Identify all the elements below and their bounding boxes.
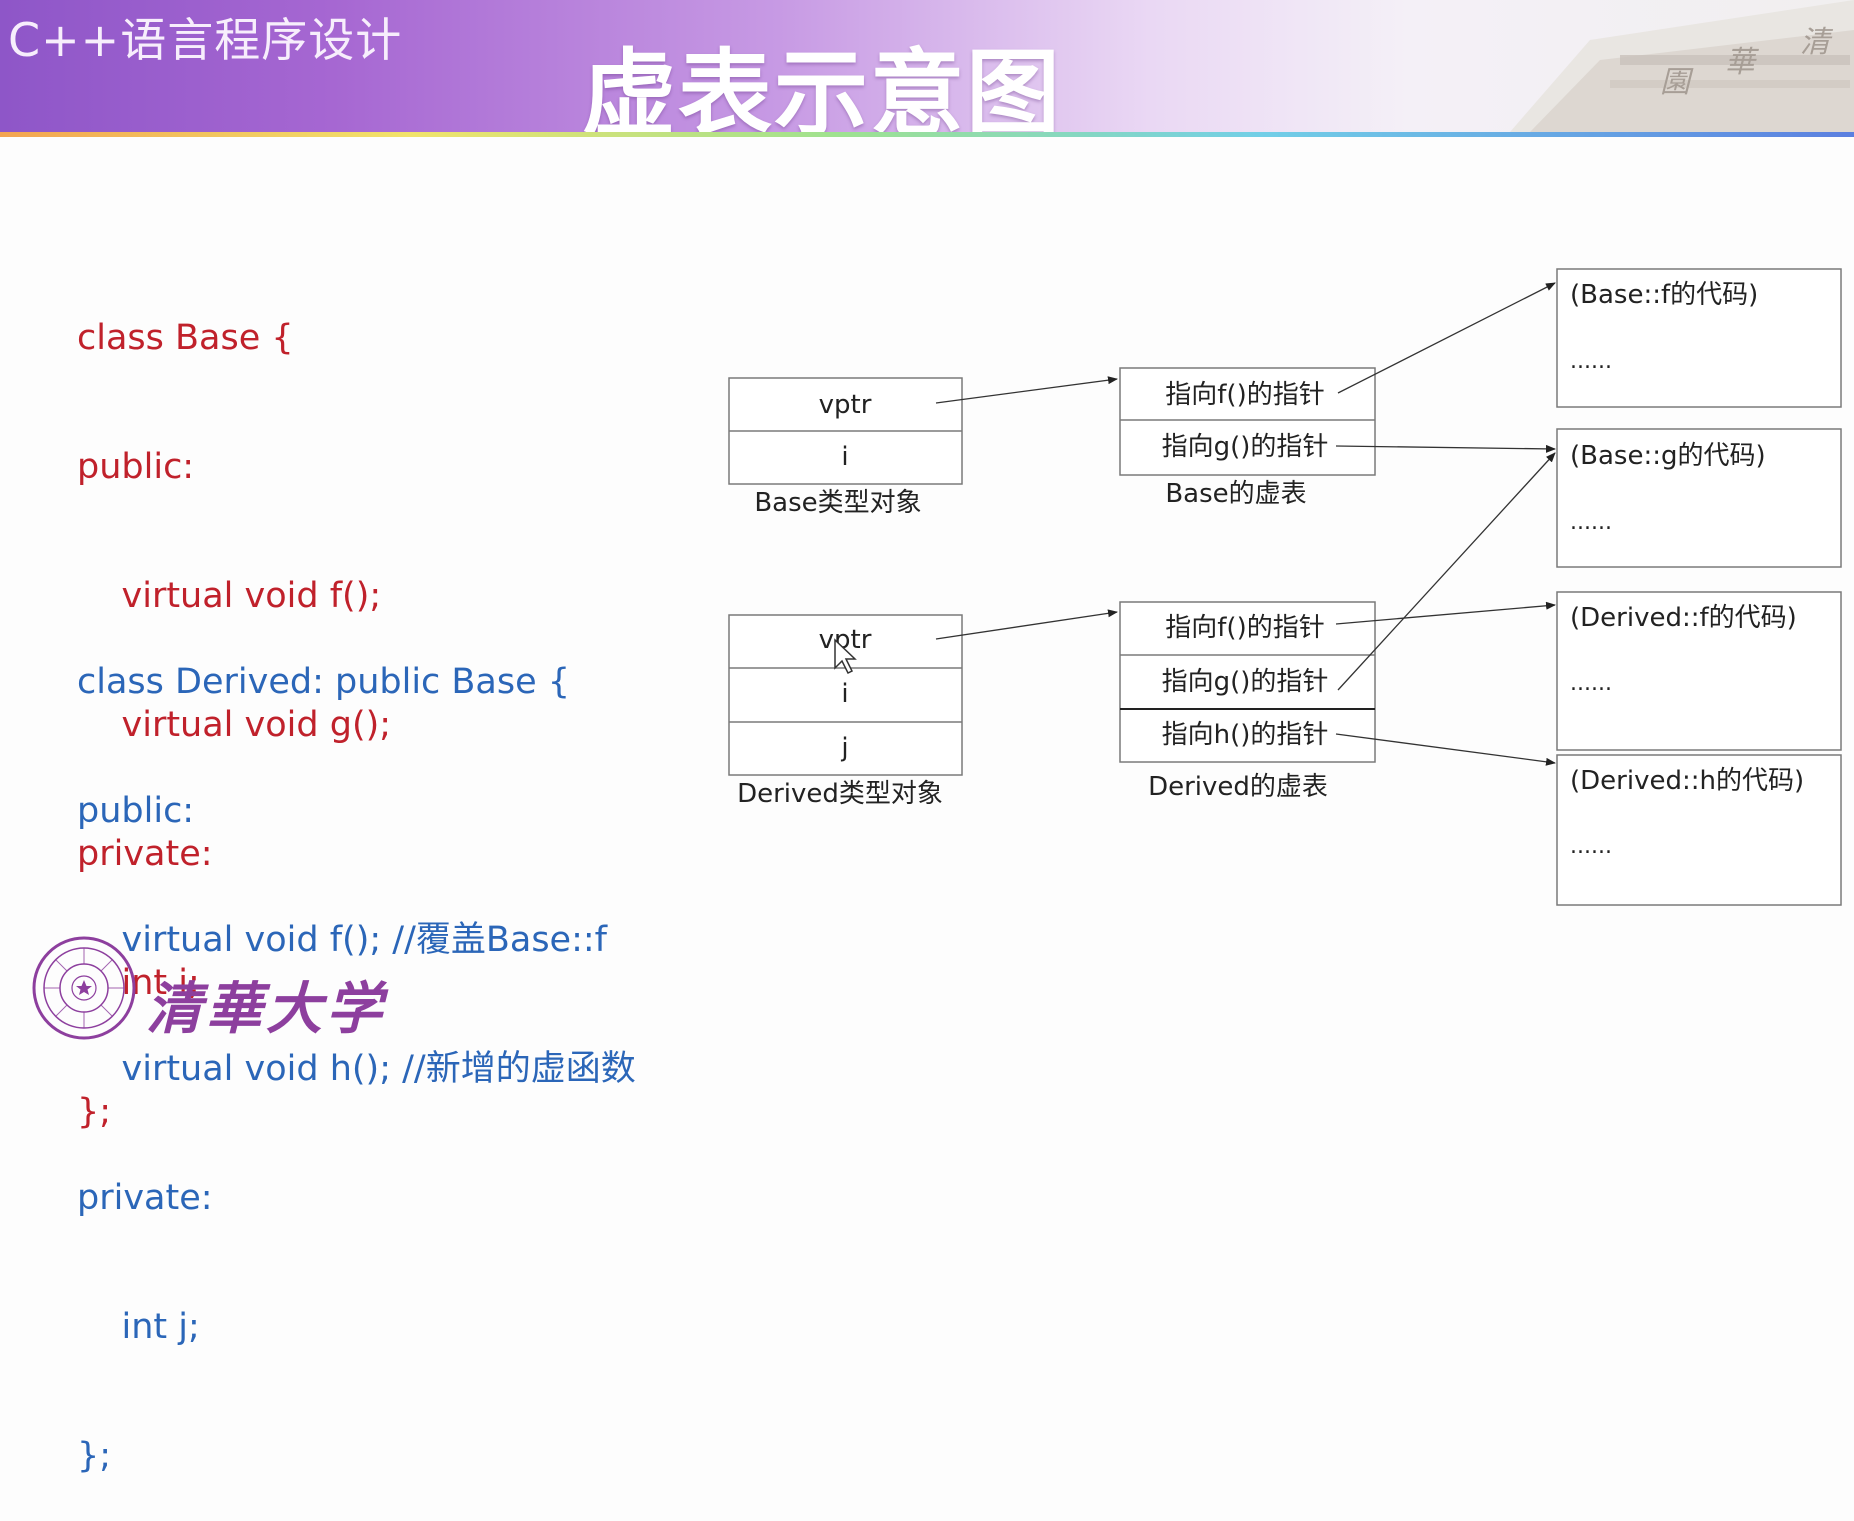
base-object: vptr i Base类型对象 [728, 377, 963, 518]
code-block-body: ...... [1570, 349, 1612, 374]
header-divider [0, 132, 1854, 137]
code-block-title: (Base::g的代码) [1570, 441, 1766, 471]
mouse-cursor-icon [834, 638, 857, 675]
arrow-derived-f-to-derived-f-code [1335, 601, 1556, 625]
code-line: class Derived: public Base { [77, 662, 571, 702]
slide-header: 清 華 園 C++语言程序设计 虚表示意图 [0, 0, 1854, 134]
base-vtable-caption: Base的虚表 [1165, 479, 1306, 509]
arrow-derived-g-to-base-g-code [1337, 452, 1556, 691]
code-line: private: [77, 1178, 213, 1218]
code-line: int j; [77, 1307, 200, 1347]
base-object-vptr: vptr [819, 390, 872, 420]
derived-object-j: j [840, 733, 848, 763]
code-block-derived-h: (Derived::h的代码) ...... [1556, 754, 1842, 906]
code-block-body: ...... [1570, 671, 1612, 696]
watermark-char-2: 華 [1725, 45, 1759, 80]
campus-building-watermark: 清 華 園 [1510, 0, 1854, 132]
watermark-char-1: 清 [1800, 25, 1834, 60]
derived-object-caption: Derived类型对象 [737, 779, 943, 809]
code-line: }; [77, 1436, 112, 1476]
watermark-char-3: 園 [1660, 65, 1694, 100]
code-block-title: (Base::f的代码) [1570, 280, 1758, 310]
code-block-title: (Derived::h的代码) [1570, 766, 1804, 796]
base-vtable: 指向f()的指针 指向g()的指针 Base的虚表 [1119, 367, 1376, 509]
arrow-base-f-to-base-f-code [1337, 282, 1556, 394]
code-block-base-f: (Base::f的代码) ...... [1556, 268, 1842, 408]
base-object-i: i [841, 442, 848, 472]
base-vtable-entry-f: 指向f()的指针 [1165, 380, 1324, 410]
code-block-base-g: (Base::g的代码) ...... [1556, 428, 1842, 568]
base-vtable-entry-g: 指向g()的指针 [1162, 432, 1329, 462]
derived-vtable-entry-h: 指向h()的指针 [1162, 720, 1329, 750]
arrow-base-vptr-to-base-vtable [935, 376, 1118, 404]
arrow-derived-vptr-to-derived-vtable [935, 609, 1118, 640]
code-block-derived-f: (Derived::f的代码) ...... [1556, 591, 1842, 751]
code-line: public: [77, 447, 195, 487]
university-seal-logo [32, 936, 136, 1040]
derived-object: vptr i j Derived类型对象 [728, 614, 963, 809]
arrow-base-g-to-base-g-code [1335, 444, 1556, 453]
slide-title: 虚表示意图 [582, 40, 1063, 134]
code-block-body: ...... [1570, 834, 1612, 859]
course-title: C++语言程序设计 [8, 13, 403, 67]
derived-vtable-caption: Derived的虚表 [1148, 772, 1328, 802]
code-block-title: (Derived::f的代码) [1570, 603, 1797, 633]
code-line: virtual void h(); //新增的虚函数 [77, 1049, 636, 1089]
code-block-body: ...... [1570, 510, 1612, 535]
code-line: virtual void f(); //覆盖Base::f [77, 920, 608, 960]
derived-vtable-entry-g: 指向g()的指针 [1162, 667, 1329, 697]
base-object-caption: Base类型对象 [754, 488, 921, 518]
code-line: virtual void g(); [77, 705, 392, 745]
code-line: public: [77, 791, 195, 831]
arrow-derived-h-to-derived-h-code [1335, 733, 1556, 766]
derived-vtable: 指向f()的指针 指向g()的指针 指向h()的指针 Derived的虚表 [1119, 601, 1376, 802]
code-line: virtual void f(); [77, 576, 382, 616]
university-name-calligraphy: 清華大学 [146, 976, 386, 1042]
code-line: class Base { [77, 318, 294, 358]
derived-object-i: i [841, 679, 848, 709]
vtable-diagram: vptr i Base类型对象 vptr i j Derived类型对象 指向f… [728, 268, 1842, 906]
derived-vtable-entry-f: 指向f()的指针 [1165, 613, 1324, 643]
code-line: private: [77, 834, 213, 874]
